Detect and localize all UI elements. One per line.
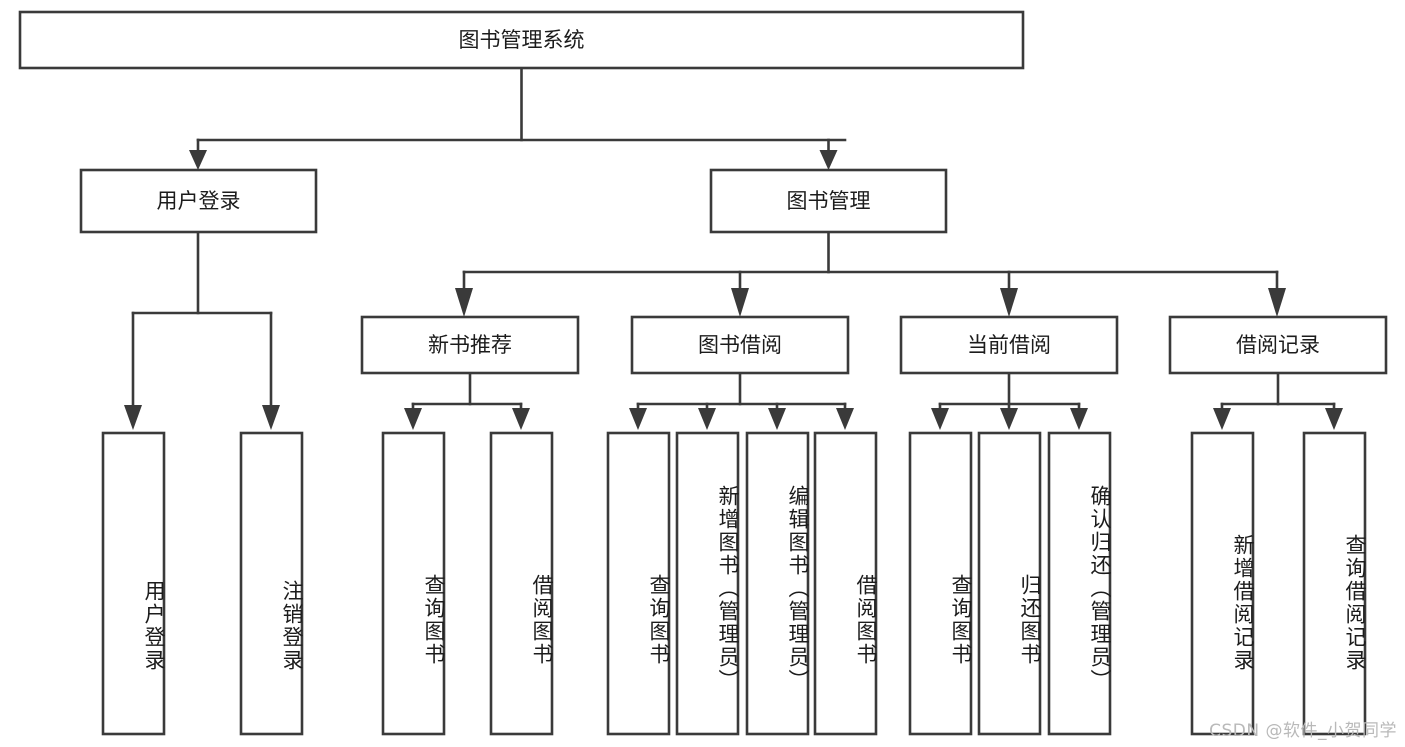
arrowhead-leaf-edit-book <box>768 408 786 430</box>
node-label-root: 图书管理系统 <box>459 28 585 52</box>
node-box-leaf-return-book[interactable] <box>977 431 1042 736</box>
node-box-root[interactable] <box>18 10 1025 70</box>
node-box-user-login[interactable] <box>79 168 318 234</box>
watermark-text: CSDN @软件_小贺同学 <box>1209 721 1397 741</box>
node-label-book-manage: 图书管理 <box>787 189 871 213</box>
arrowhead-current-borrow <box>1000 288 1018 317</box>
node-label-user-login: 用户登录 <box>157 189 241 213</box>
arrowhead-leaf-query-book-1 <box>404 408 422 430</box>
arrowhead-book-borrow <box>731 288 749 317</box>
arrowhead-leaf-confirm-return <box>1070 408 1088 430</box>
arrowhead-leaf-borrow-book-1 <box>512 408 530 430</box>
arrowhead-leaf-user-logout <box>262 405 280 430</box>
node-box-leaf-borrow-book-1[interactable] <box>489 431 554 736</box>
arrowhead-leaf-user-login <box>124 405 142 430</box>
arrowhead-leaf-add-record <box>1213 408 1231 430</box>
node-box-leaf-add-book[interactable] <box>675 431 740 736</box>
node-box-leaf-add-record[interactable] <box>1190 431 1255 736</box>
node-box-leaf-query-book-3[interactable] <box>908 431 973 736</box>
arrowhead-leaf-borrow-book-2 <box>836 408 854 430</box>
node-box-book-manage[interactable] <box>709 168 948 234</box>
node-box-book-borrow[interactable] <box>630 315 850 375</box>
node-label-book-borrow: 图书借阅 <box>698 333 782 357</box>
node-box-leaf-user-login[interactable] <box>101 431 166 736</box>
arrowhead-leaf-add-book <box>698 408 716 430</box>
node-label-new-book-rec: 新书推荐 <box>428 333 512 357</box>
node-box-new-book-rec[interactable] <box>360 315 580 375</box>
arrowhead-borrow-record <box>1268 288 1286 317</box>
node-label-borrow-record: 借阅记录 <box>1236 333 1320 357</box>
arrowhead-leaf-query-book-3 <box>931 408 949 430</box>
node-box-leaf-edit-book[interactable] <box>745 431 810 736</box>
node-box-leaf-query-record[interactable] <box>1302 431 1367 736</box>
arrowhead-leaf-query-book-2 <box>629 408 647 430</box>
node-box-leaf-user-logout[interactable] <box>239 431 304 736</box>
connector-layer <box>124 66 1343 430</box>
node-box-leaf-query-book-1[interactable] <box>381 431 446 736</box>
node-layer: 图书管理系统 用户登录 图书管理 新书推荐 图书借阅 当前借阅 借阅记录 <box>18 10 1388 736</box>
node-box-leaf-confirm-return[interactable] <box>1047 431 1112 736</box>
node-box-current-borrow[interactable] <box>899 315 1119 375</box>
arrowhead-book-manage <box>819 150 838 170</box>
arrowhead-leaf-return-book <box>1000 408 1018 430</box>
arrowhead-leaf-query-record <box>1325 408 1343 430</box>
node-box-leaf-borrow-book-2[interactable] <box>813 431 878 736</box>
node-box-leaf-query-book-2[interactable] <box>606 431 671 736</box>
arrowhead-user-login <box>189 150 207 170</box>
node-label-current-borrow: 当前借阅 <box>967 333 1051 357</box>
node-box-borrow-record[interactable] <box>1168 315 1388 375</box>
arrowhead-new-book-rec <box>455 288 473 317</box>
